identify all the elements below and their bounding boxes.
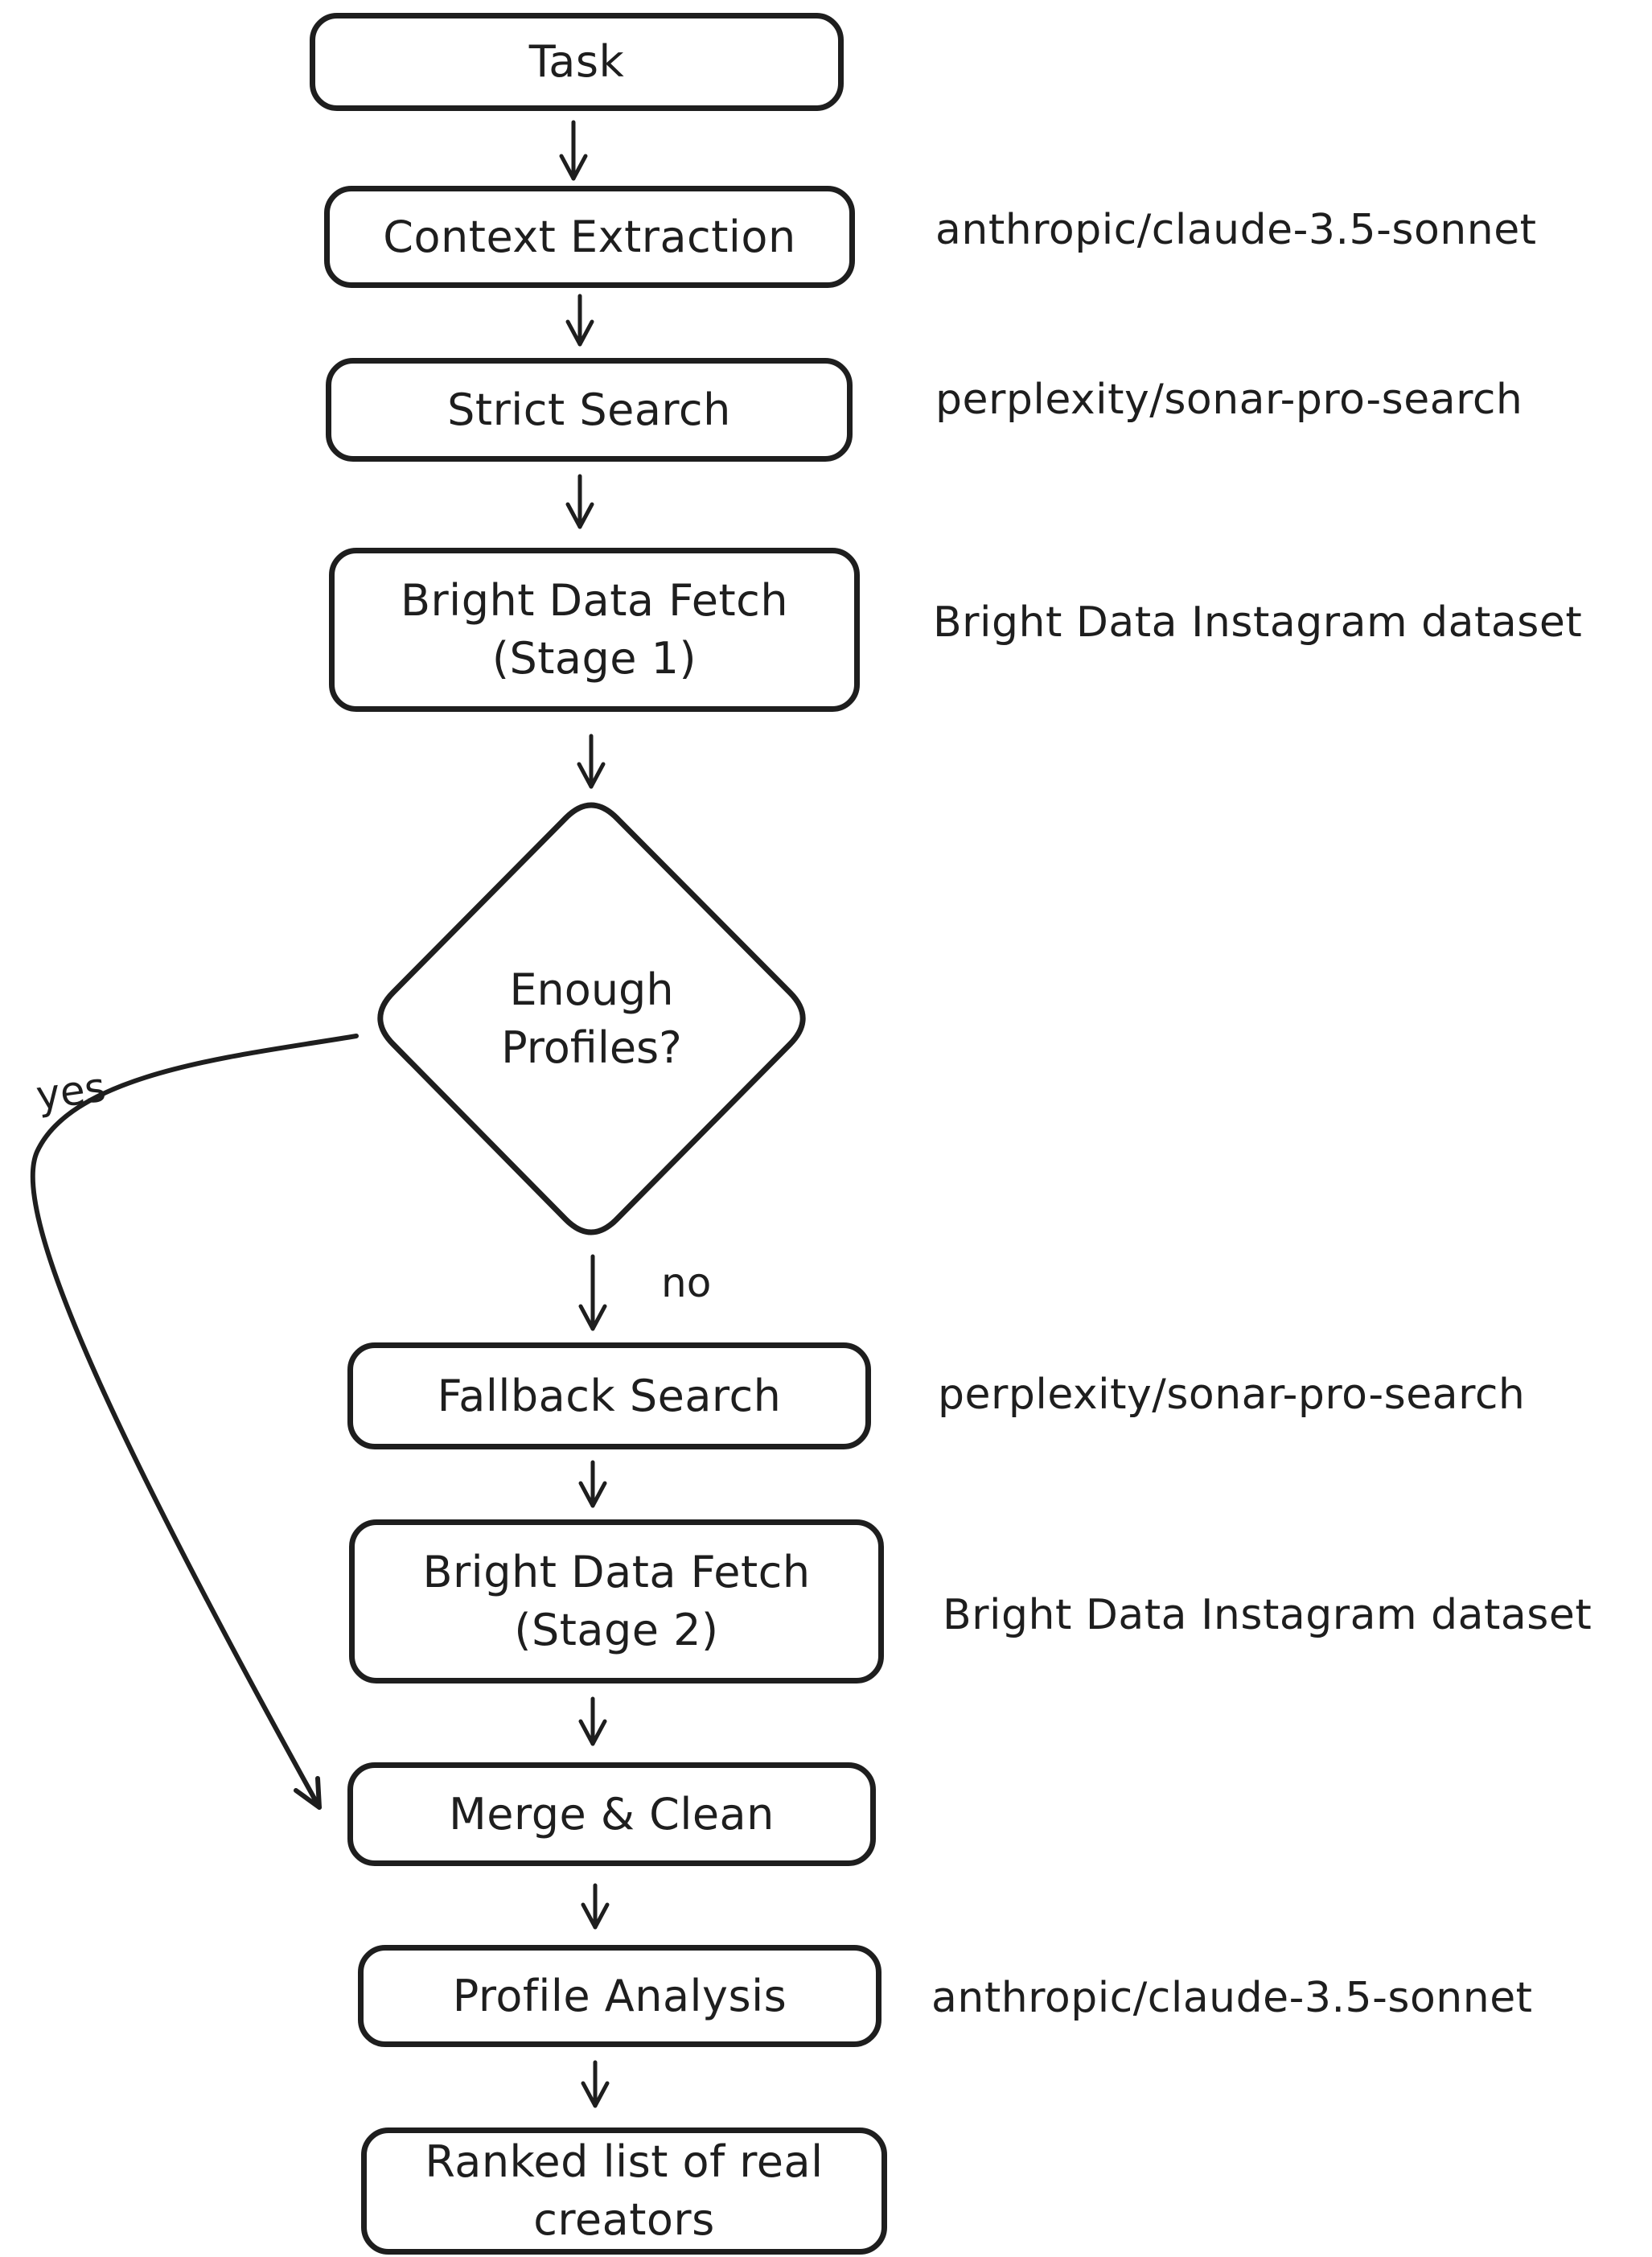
arrowhead-icon — [294, 1776, 322, 1810]
node-task-label: Task — [528, 36, 625, 87]
node-merge-clean: Merge & Clean — [347, 1762, 876, 1866]
arrow-merge-to-profile — [581, 1883, 610, 1930]
node-profile-analysis-label: Profile Analysis — [452, 1970, 787, 2021]
node-fallback-search: Fallback Search — [347, 1342, 871, 1449]
arrowhead-icon — [578, 1304, 607, 1331]
node-ranked-list: Ranked list of real creators — [361, 2128, 887, 2255]
arrow-stage1-to-decision — [577, 734, 606, 789]
annotation-context-extraction-model: anthropic/claude-3.5-sonnet — [935, 206, 1537, 254]
node-enough-profiles-decision: Enough Profiles? — [368, 792, 816, 1245]
annotation-strict-search-model: perplexity/sonar-pro-search — [935, 376, 1523, 424]
node-stage1-label-line2: (Stage 1) — [491, 633, 697, 684]
arrowhead-icon — [581, 2081, 610, 2108]
node-stage2-label-line2: (Stage 2) — [514, 1605, 719, 1655]
arrowhead-icon — [565, 319, 594, 347]
yes-edge-path — [30, 1034, 359, 1810]
arrow-profile-to-ranked — [581, 2060, 610, 2108]
node-stage1-label-line1: Bright Data Fetch — [400, 575, 789, 626]
node-bright-data-fetch-stage-2: Bright Data Fetch (Stage 2) — [349, 1519, 884, 1684]
arrow-strict-to-stage1 — [565, 474, 594, 529]
node-ranked-list-label-line2: creators — [533, 2194, 715, 2245]
node-profile-analysis: Profile Analysis — [358, 1945, 881, 2047]
node-context-extraction-label: Context Extraction — [383, 211, 796, 262]
arrow-context-to-strict — [565, 294, 594, 347]
arrow-fallback-to-stage2 — [578, 1460, 607, 1508]
node-strict-search-label: Strict Search — [447, 384, 731, 435]
arrowhead-icon — [577, 762, 606, 789]
arrowhead-icon — [578, 1481, 607, 1508]
arrowhead-icon — [581, 1902, 610, 1930]
node-task: Task — [310, 13, 844, 111]
annotation-fallback-search-model: perplexity/sonar-pro-search — [938, 1371, 1526, 1419]
node-context-extraction: Context Extraction — [324, 186, 855, 288]
node-ranked-list-label-line1: Ranked list of real — [425, 2136, 824, 2187]
node-bright-data-fetch-stage-1: Bright Data Fetch (Stage 1) — [329, 548, 860, 712]
arrow-decision-no-to-fallback — [578, 1254, 607, 1331]
arrowhead-icon — [565, 502, 594, 529]
edge-label-yes: yes — [33, 1063, 109, 1120]
node-fallback-search-label: Fallback Search — [437, 1370, 782, 1421]
arrow-decision-yes-to-merge — [30, 1034, 359, 1810]
arrowhead-icon — [559, 154, 588, 181]
annotation-profile-analysis-model: anthropic/claude-3.5-sonnet — [931, 1974, 1533, 2022]
decision-label-line2: Profiles? — [501, 1022, 682, 1073]
arrow-stage2-to-merge — [578, 1696, 607, 1746]
node-merge-clean-label: Merge & Clean — [449, 1788, 775, 1840]
decision-diamond-shape — [377, 802, 806, 1235]
arrowhead-icon — [578, 1719, 607, 1746]
annotation-stage1-dataset: Bright Data Instagram dataset — [933, 598, 1583, 647]
node-strict-search: Strict Search — [326, 358, 853, 462]
arrow-task-to-context — [559, 120, 588, 181]
annotation-stage2-dataset: Bright Data Instagram dataset — [943, 1591, 1592, 1639]
decision-label-line1: Enough — [509, 964, 674, 1015]
edge-label-no: no — [661, 1260, 712, 1306]
node-stage2-label-line1: Bright Data Fetch — [422, 1547, 811, 1597]
